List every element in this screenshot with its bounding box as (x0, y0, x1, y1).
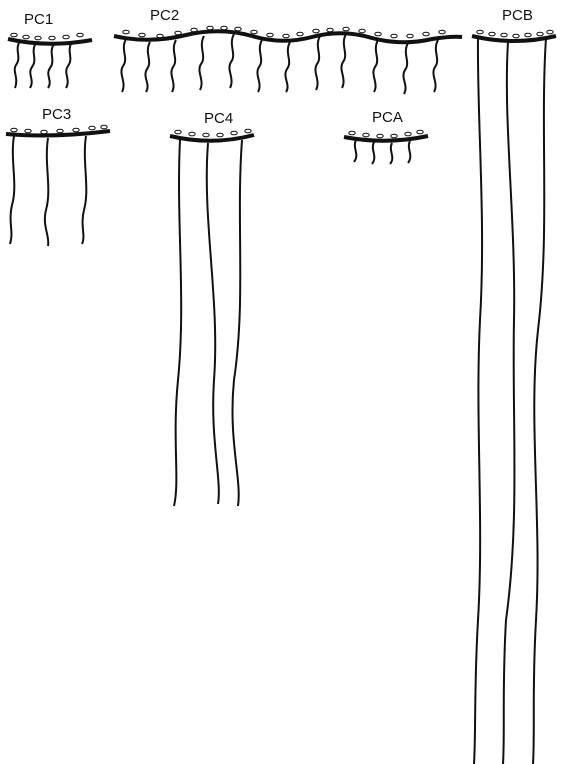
group-pc2: PC2 (114, 7, 462, 94)
label-pc3: PC3 (42, 106, 71, 123)
chains-pc3 (10, 136, 86, 246)
chains-pcb (474, 38, 546, 764)
group-pca: PCA (344, 109, 428, 164)
label-pca: PCA (372, 109, 403, 126)
beads-pc4 (175, 129, 251, 137)
label-pc1: PC1 (24, 11, 53, 28)
group-pc4: PC4 (170, 110, 254, 506)
beads-pca (349, 130, 423, 138)
surface-pca (344, 136, 428, 141)
surface-pcb (472, 36, 556, 41)
label-pc2: PC2 (150, 7, 179, 24)
beads-pcb (477, 30, 553, 38)
group-pcb: PCB (472, 7, 556, 764)
chains-pc1 (15, 41, 72, 88)
group-pc3: PC3 (6, 106, 110, 246)
chains-pca (354, 140, 410, 164)
chains-pc4 (174, 140, 242, 506)
beads-pc1 (11, 33, 83, 40)
label-pcb: PCB (502, 7, 533, 24)
surface-pc3 (6, 131, 110, 135)
group-pc1: PC1 (8, 11, 92, 88)
label-pc4: PC4 (204, 110, 233, 127)
surface-pc4 (170, 135, 254, 141)
surface-pc2 (114, 31, 462, 42)
